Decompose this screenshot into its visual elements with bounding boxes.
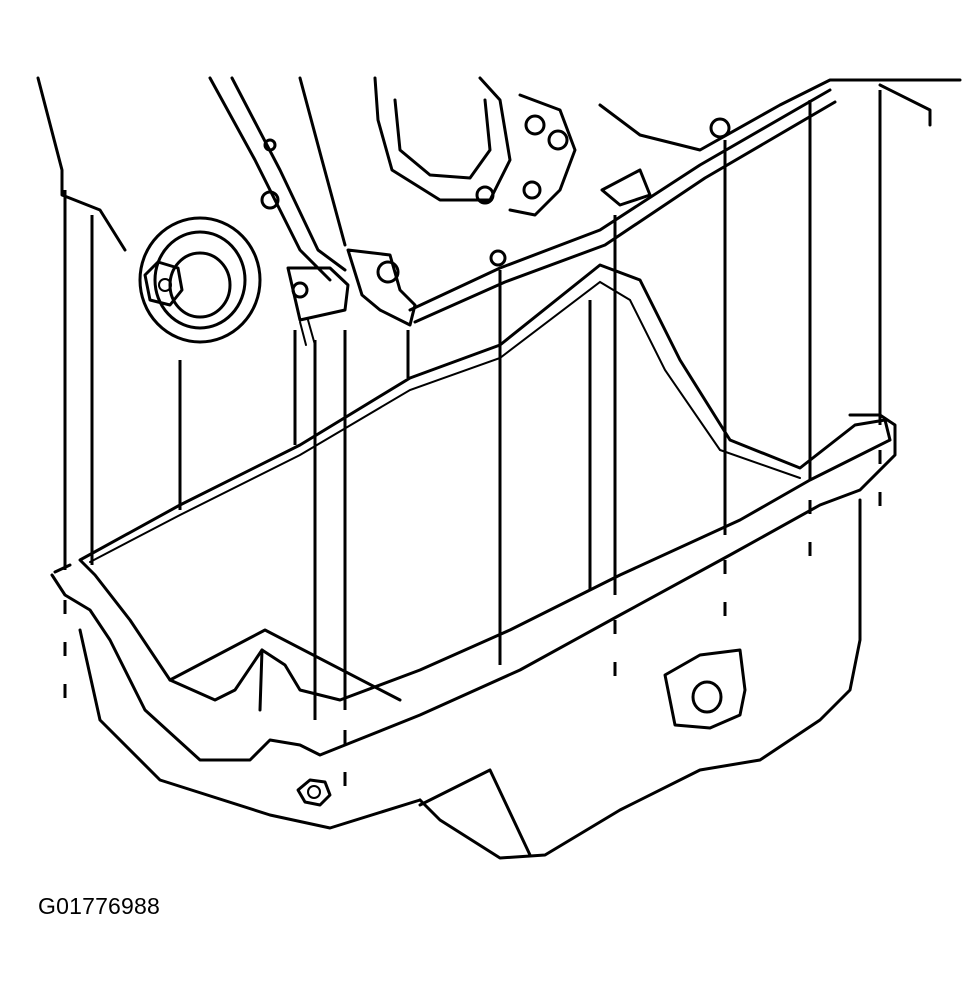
figure-id-label: G01776988 <box>38 893 161 919</box>
oil-pan <box>50 413 897 860</box>
bolt-alignment-lines <box>63 90 882 800</box>
block-lower-flange <box>286 88 837 346</box>
crankshaft-pulley <box>138 216 262 344</box>
oil-pan-gasket <box>78 263 892 702</box>
engine-block <box>36 76 962 282</box>
